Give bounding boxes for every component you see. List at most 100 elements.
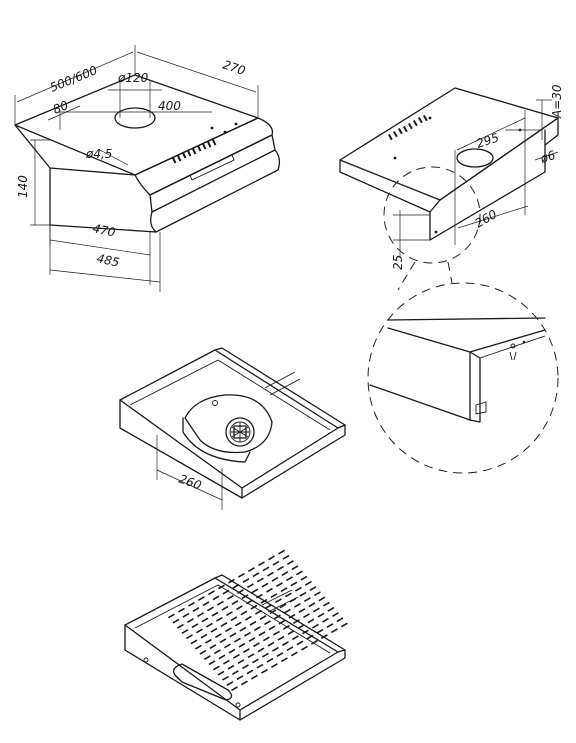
filter-slot [277, 565, 284, 571]
filter-slot [309, 586, 317, 591]
filter-slot [247, 583, 254, 589]
filter-slot [226, 681, 234, 686]
filter-slot [252, 572, 260, 578]
filter-slot [210, 627, 218, 633]
filter-slot [316, 628, 324, 634]
filter-slot [283, 624, 290, 630]
filter-slot [168, 613, 175, 619]
filter-slot [211, 611, 219, 617]
filter-slot [235, 621, 242, 627]
filter-slot [317, 612, 325, 618]
filter-slot [311, 623, 319, 629]
filter-slot [278, 549, 285, 555]
filter-slot [296, 570, 303, 576]
filter-slot [290, 581, 298, 587]
filter-slot [249, 620, 257, 626]
filter-slot [236, 605, 243, 611]
filter-slot [264, 620, 271, 626]
dim-depth-485: 485 [95, 251, 120, 269]
filter-slot [294, 602, 301, 608]
filter-slot [304, 580, 312, 586]
filter-slot [248, 567, 255, 572]
filter-slot [268, 555, 275, 561]
filter-slot [331, 628, 338, 634]
filter-slot [195, 644, 202, 650]
filter-slot [262, 652, 269, 658]
filter-slot [306, 634, 314, 640]
filter-slot [244, 615, 252, 621]
filter-slot [261, 582, 269, 588]
filter-slot [265, 604, 272, 609]
filter-slot [217, 670, 225, 676]
filter-slot [257, 647, 265, 653]
filter-slot [291, 565, 299, 571]
filter-slot [272, 560, 280, 566]
filter-slot [288, 613, 296, 619]
filter-slot [221, 605, 229, 611]
filter-slot [281, 571, 289, 576]
filter-slot [311, 639, 318, 645]
filter-slot [267, 641, 275, 647]
filter-slot [244, 631, 251, 637]
filter-slot [208, 660, 216, 666]
filter-slot [243, 648, 250, 653]
dim-depth-470: 470 [91, 221, 117, 240]
filter-slot [266, 587, 273, 593]
filter-slot [263, 636, 270, 642]
filter-slot [271, 663, 278, 668]
filter-slot [323, 601, 330, 607]
filter-slot [182, 612, 190, 618]
filter-slot [299, 591, 307, 597]
filter-slot [326, 623, 334, 628]
filter-slot [223, 659, 230, 665]
control-vents [172, 139, 217, 164]
filter-slot [277, 635, 285, 641]
filter-slot [204, 655, 211, 660]
filter-slot [251, 674, 258, 680]
filter-slot [227, 664, 235, 670]
filter-mesh [168, 549, 348, 692]
filter-slot [241, 594, 249, 600]
filter-slot [252, 658, 259, 664]
filter-slot [340, 622, 348, 628]
filter-slot [256, 577, 264, 583]
filter-slot [213, 665, 220, 671]
filter-slot [199, 649, 207, 655]
dim-rear-offset-A: A=30 [550, 84, 564, 119]
filter-slot [247, 653, 255, 659]
hood-underside-fan: 260 [119, 347, 346, 510]
filter-slot [222, 675, 229, 681]
filter-slot [238, 572, 245, 578]
filter-slot [256, 663, 264, 669]
filter-slot [298, 608, 306, 613]
filter-slot [272, 646, 279, 652]
filter-slot [280, 587, 288, 593]
filter-slot [262, 566, 270, 572]
filter-slot [296, 640, 304, 646]
filter-slot [200, 633, 208, 639]
filter-slot [191, 623, 199, 629]
filter-slot [260, 598, 268, 604]
filter-slot [321, 617, 329, 623]
filter-slot [188, 601, 195, 607]
filter-slot [278, 619, 286, 625]
filter-slot [181, 629, 189, 634]
dim-bottom-260: 260 [473, 207, 500, 231]
dim-rear-depth: 270 [221, 58, 247, 79]
filter-slot [273, 630, 280, 636]
filter-slot [218, 584, 225, 590]
filter-slot [251, 588, 259, 594]
filter-slot [286, 646, 294, 652]
filter-slot [198, 596, 205, 601]
dim-hole-6: ø6 [538, 148, 558, 166]
filter-slot [209, 644, 217, 649]
filter-slot [237, 589, 244, 594]
filter-slot [192, 607, 200, 612]
filter-slot [254, 626, 261, 631]
filter-slot [224, 643, 231, 649]
filter-slot [242, 664, 249, 670]
filter-slot [313, 607, 320, 613]
filter-slot [285, 592, 292, 598]
hood-front-view: 500/600 ø120 270 80 400 ø4,5 140 470 485 [14, 45, 281, 292]
filter-slot [226, 611, 233, 616]
